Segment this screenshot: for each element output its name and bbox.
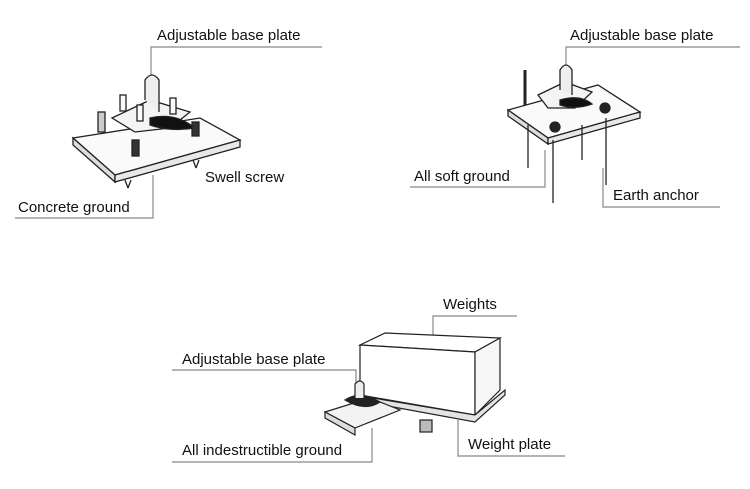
leader-line: [172, 428, 373, 463]
label-adjustable-base-plate: Adjustable base plate: [157, 27, 301, 44]
leader-line: [172, 369, 357, 383]
label-earth-anchor: Earth anchor: [613, 187, 699, 204]
label-adjustable-base-plate: Adjustable base plate: [570, 27, 714, 44]
weights-drawing: [323, 332, 506, 437]
leader-line: [602, 168, 720, 208]
label-swell-screw: Swell screw: [205, 169, 285, 186]
label-adjustable-base-plate: Adjustable base plate: [182, 351, 326, 368]
label-concrete-ground: Concrete ground: [18, 199, 130, 216]
soft-ground-base-plate-drawing: [506, 64, 642, 203]
leader-line: [565, 46, 740, 75]
concrete-base-plate-drawing: [71, 74, 242, 189]
label-weights: Weights: [443, 296, 497, 313]
label-all-soft-ground: All soft ground: [414, 168, 510, 185]
leader-line: [150, 46, 322, 80]
label-weight-plate: Weight plate: [468, 436, 552, 453]
leader-line: [410, 150, 546, 188]
label-all-indestructible-ground: All indestructible ground: [182, 442, 343, 459]
leader-line: [15, 175, 154, 219]
leader-line: [457, 420, 565, 457]
